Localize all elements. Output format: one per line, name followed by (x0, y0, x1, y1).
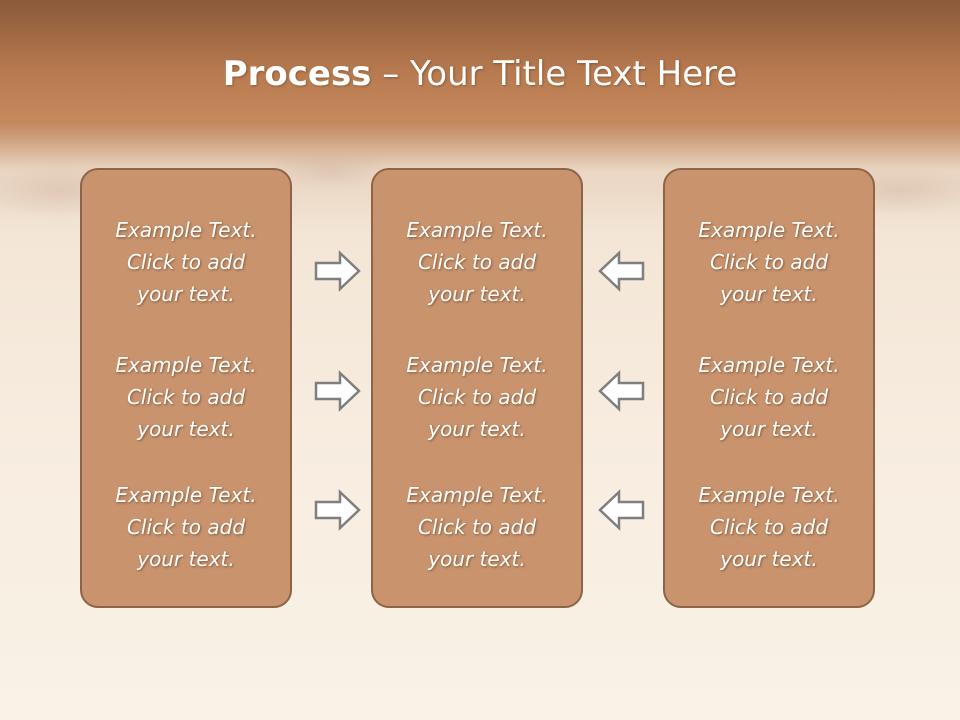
title-rest: – Your Title Text Here (371, 54, 738, 94)
process-box-middle[interactable]: Example Text. Click to add your text. Ex… (371, 168, 583, 608)
box-text[interactable]: Example Text. Click to add your text. (698, 483, 840, 571)
right-arrow-icon (314, 370, 361, 412)
right-arrow-icon (314, 489, 361, 531)
left-arrow-icon (598, 489, 645, 531)
box-text[interactable]: Example Text. Click to add your text. (406, 353, 548, 441)
box-text[interactable]: Example Text. Click to add your text. (698, 353, 840, 441)
box-text[interactable]: Example Text. Click to add your text. (115, 353, 257, 441)
box-text[interactable]: Example Text. Click to add your text. (406, 218, 548, 306)
process-box-left[interactable]: Example Text. Click to add your text. Ex… (80, 168, 292, 608)
process-box-right[interactable]: Example Text. Click to add your text. Ex… (663, 168, 875, 608)
box-text[interactable]: Example Text. Click to add your text. (406, 483, 548, 571)
box-text[interactable]: Example Text. Click to add your text. (698, 218, 840, 306)
slide-title[interactable]: Process – Your Title Text Here (0, 52, 960, 96)
box-text[interactable]: Example Text. Click to add your text. (115, 483, 257, 571)
box-text[interactable]: Example Text. Click to add your text. (115, 218, 257, 306)
left-arrow-icon (598, 370, 645, 412)
title-bold: Process (222, 54, 372, 94)
right-arrow-icon (314, 250, 361, 292)
left-arrow-icon (598, 250, 645, 292)
